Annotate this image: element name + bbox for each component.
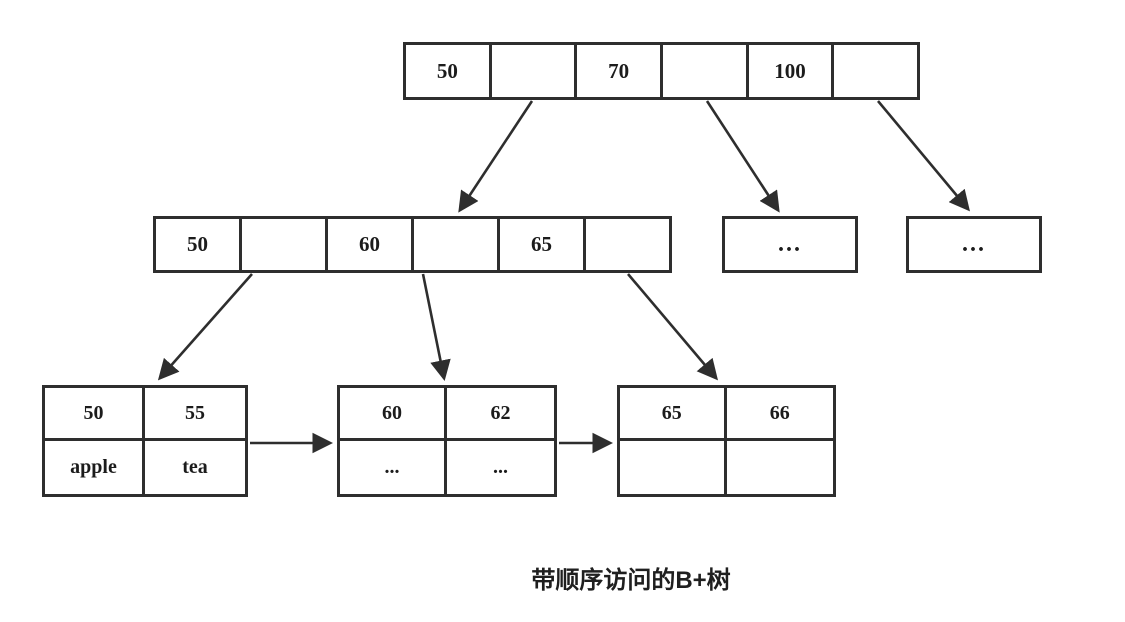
leaf-key-cell: 65 [620,388,727,441]
arrow-root-to-internal [458,100,534,213]
arrow-internal-to-leaf-3 [627,273,719,381]
internal-cell-pointer [583,219,669,270]
overflow-node-1: ... [722,216,858,273]
leaf-value-cell: tea [182,456,208,478]
root-cell-pointer [660,45,746,97]
leaf-node-1: 50 55 apple tea [42,385,248,497]
overflow-node-label: ... [778,230,802,257]
internal-cell-key: 60 [325,219,411,270]
internal-cell-key: 50 [187,232,208,256]
internal-cell-pointer [411,219,497,270]
arrow-internal-to-leaf-2 [421,273,451,382]
internal-node: 50 60 65 [153,216,672,273]
root-cell-key: 50 [436,58,458,83]
arrow-internal-to-leaf-1 [157,273,253,381]
arrow-root-to-overflow-2 [877,100,970,212]
leaf-key-cell: 62 [447,388,554,441]
root-node: 50 70 100 [403,42,920,100]
leaf-key-cell: 50 [45,388,145,441]
root-cell-key: 70 [574,45,660,97]
overflow-node-label: ... [962,230,986,257]
leaf-key-cell: 60 [340,388,447,441]
internal-cell-key: 65 [497,219,583,270]
leaf-value-cell [727,441,834,494]
leaf-node-2: 60 62 ... ... [337,385,557,497]
root-cell-pointer [831,45,917,97]
diagram-caption: 带顺序访问的B+树 [531,567,731,594]
leaf-value-cell: ... [493,456,508,478]
leaf-value-cell: apple [45,441,145,494]
root-cell-pointer [488,45,575,97]
leaf-node-3: 65 66 [617,385,836,497]
leaf-key-cell: 66 [726,388,833,441]
arrow-root-to-overflow-1 [705,100,780,213]
leaf-value-cell: ... [340,441,447,494]
leaf-key-cell: 55 [145,388,245,441]
root-cell-key: 100 [745,45,832,97]
internal-cell-pointer [239,219,325,270]
overflow-node-2: ... [906,216,1042,273]
leaf-value-cell [620,441,727,494]
